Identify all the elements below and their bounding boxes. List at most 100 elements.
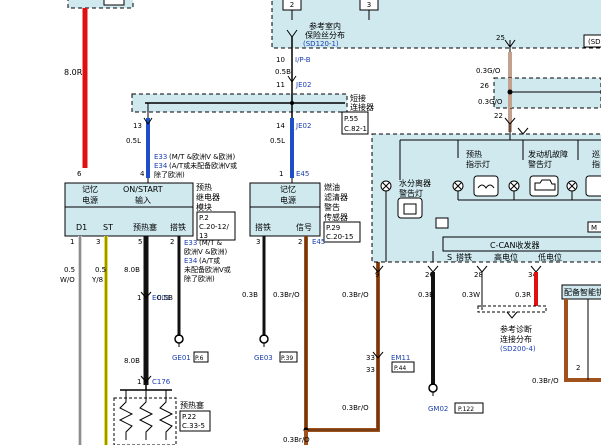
svg-text:0.3G/O: 0.3G/O: [478, 98, 503, 106]
svg-text:2: 2: [576, 364, 580, 372]
left-top-box: [67, 0, 134, 9]
svg-text:5: 5: [138, 238, 142, 246]
svg-text:电源: 电源: [82, 195, 98, 205]
svg-text:P.44: P.44: [394, 365, 406, 372]
svg-text:13: 13: [133, 122, 142, 130]
svg-text:ON/START: ON/START: [123, 185, 163, 194]
svg-text:M: M: [591, 224, 597, 232]
svg-text:P.29: P.29: [326, 224, 340, 232]
svg-text:警告灯: 警告灯: [528, 159, 552, 169]
svg-text:预热塞: 预热塞: [133, 222, 157, 232]
ge01-label: GE01: [172, 354, 191, 362]
svg-text:3: 3: [256, 238, 260, 246]
svg-text:Y/8: Y/8: [91, 276, 103, 284]
svg-text:0.5: 0.5: [64, 266, 75, 274]
svg-text:C.33-5: C.33-5: [182, 422, 205, 430]
svg-text:信号: 信号: [296, 222, 312, 232]
ground-gm02-icon: [428, 383, 438, 396]
svg-text:指: 指: [592, 159, 600, 169]
svg-text:S_搭铁: S_搭铁: [447, 252, 472, 262]
svg-text:(M/T &: (M/T &: [199, 239, 223, 247]
svg-text:0.3B: 0.3B: [242, 291, 258, 299]
svg-text:电源: 电源: [280, 195, 296, 205]
svg-text:C.82-1: C.82-1: [344, 125, 367, 133]
svg-text:0.3Br/O: 0.3Br/O: [283, 436, 310, 444]
svg-text:警告: 警告: [324, 202, 340, 212]
conn-e45: E45: [296, 170, 309, 178]
conn-ipb: I/P-B: [295, 56, 311, 64]
svg-text:模块: 模块: [196, 202, 212, 212]
svg-text:传感器: 传感器: [324, 212, 348, 222]
svg-text:低电位: 低电位: [538, 252, 562, 262]
svg-text:4: 4: [140, 170, 145, 178]
svg-text:E34: E34: [184, 257, 198, 265]
svg-text:(A/T或未配备欧洲V或: (A/T或未配备欧洲V或: [169, 161, 237, 170]
svg-text:C.20-15: C.20-15: [326, 233, 353, 241]
glow-relay-module: [64, 182, 194, 237]
fuse-2-label: 2: [290, 1, 294, 9]
svg-text:26: 26: [425, 271, 434, 279]
svg-text:(M/T &欧洲V &欧洲): (M/T &欧洲V &欧洲): [169, 152, 236, 161]
svg-text:燃油: 燃油: [324, 182, 340, 192]
conn-je02-top: JE02: [295, 81, 311, 89]
ec01-conn: EC01: [152, 294, 170, 302]
svg-text:0.3Br/O: 0.3Br/O: [273, 291, 300, 299]
ge03-label: GE03: [254, 354, 273, 362]
svg-text:0.3B: 0.3B: [418, 291, 434, 299]
right-top-box: [583, 34, 601, 48]
svg-text:0.5B: 0.5B: [157, 294, 173, 302]
svg-text:除了欧洲): 除了欧洲): [154, 170, 185, 179]
svg-text:P.122: P.122: [458, 406, 474, 413]
svg-text:水分离器: 水分离器: [399, 178, 431, 188]
svg-text:1: 1: [137, 294, 141, 302]
svg-text:1: 1: [70, 238, 74, 246]
smart-key-box: [561, 284, 601, 300]
svg-text:1: 1: [137, 378, 141, 386]
svg-text:0.3Br/O: 0.3Br/O: [342, 404, 369, 412]
svg-text:8.0B: 8.0B: [124, 266, 140, 274]
svg-text:W/O: W/O: [60, 276, 75, 284]
svg-text:P.39: P.39: [281, 355, 293, 362]
svg-text:6: 6: [77, 170, 82, 178]
svg-text:34: 34: [528, 271, 537, 279]
ground-ge01-icon: [174, 334, 184, 347]
svg-text:0.5B: 0.5B: [275, 68, 291, 76]
svg-text:搭铁: 搭铁: [170, 222, 186, 232]
wire-8r-label: 8.0R: [64, 68, 83, 77]
svg-text:发动机故障: 发动机故障: [528, 149, 568, 159]
svg-text:8.0B: 8.0B: [124, 357, 140, 365]
svg-text:0.5L: 0.5L: [126, 137, 141, 145]
svg-text:指示灯: 指示灯: [466, 159, 490, 169]
gm02-label: GM02: [428, 405, 448, 413]
svg-text:预热: 预热: [466, 149, 482, 159]
fuse-ref-text2: 保险丝分布: [305, 30, 345, 40]
svg-text:14: 14: [276, 122, 285, 130]
svg-text:E45: E45: [312, 238, 325, 246]
svg-text:欧洲V &欧洲): 欧洲V &欧洲): [184, 247, 227, 256]
svg-text:记忆: 记忆: [280, 184, 296, 194]
water-separator-lamp-icon: [380, 180, 423, 219]
ground-ge03-icon: [259, 334, 269, 347]
fuse-3-label: 3: [367, 1, 371, 9]
svg-text:P.2: P.2: [199, 214, 209, 222]
svg-text:滤清器: 滤清器: [324, 192, 348, 202]
svg-text:0.3Br/O: 0.3Br/O: [532, 377, 559, 385]
short-conn-title: 短接: [350, 93, 366, 103]
svg-text:D1: D1: [76, 223, 87, 232]
svg-text:1: 1: [279, 170, 283, 178]
em11-conn: EM11: [391, 354, 410, 362]
svg-text:P.6: P.6: [195, 355, 204, 362]
svg-text:33: 33: [366, 366, 375, 374]
svg-text:ST: ST: [103, 223, 113, 232]
svg-text:P.22: P.22: [182, 413, 196, 421]
svg-text:除了欧洲): 除了欧洲): [184, 274, 215, 283]
fuse-ref-text: 参考室内: [309, 21, 341, 31]
svg-text:25: 25: [496, 34, 505, 42]
svg-text:预热塞: 预热塞: [180, 400, 204, 410]
svg-text:0.3R: 0.3R: [515, 291, 531, 299]
svg-text:(SD200-4): (SD200-4): [500, 345, 536, 353]
svg-text:连接分布: 连接分布: [500, 334, 532, 344]
svg-text:0.3Br/O: 0.3Br/O: [342, 291, 369, 299]
svg-text:E33: E33: [184, 239, 197, 247]
